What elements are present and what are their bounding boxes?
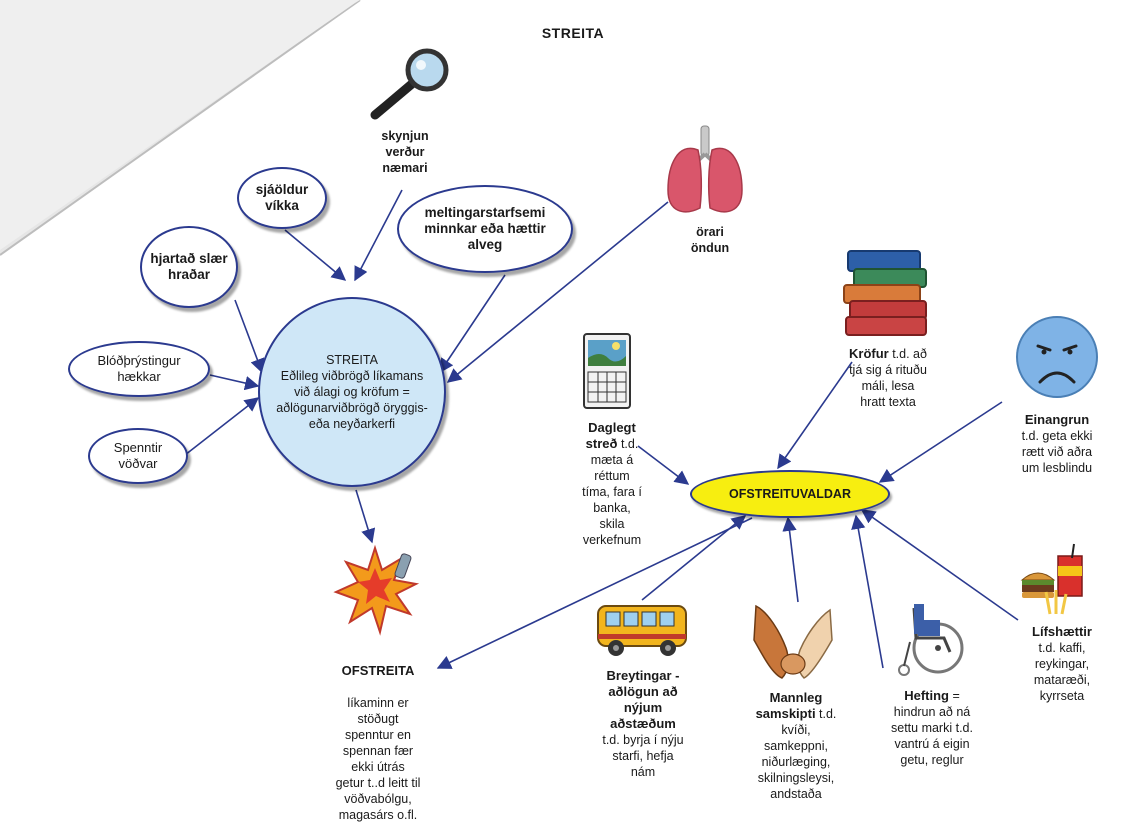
arrow-hefting bbox=[851, 514, 884, 669]
einangrun-text: t.d. geta ekki rætt við aðra um lesblind… bbox=[1021, 429, 1093, 475]
fast-food-icon bbox=[1020, 543, 1083, 615]
arrow-ondun bbox=[446, 201, 669, 383]
arrow-sjaoldur bbox=[284, 229, 347, 281]
ofstreita-text: líkaminn er stöðugt spenntur en spennan … bbox=[335, 696, 421, 822]
hefting-head: Hefting bbox=[904, 688, 949, 703]
einangrun-block: Einangrun t.d. geta ekki rætt við aðra u… bbox=[992, 412, 1122, 476]
arrow-melting bbox=[439, 274, 506, 374]
breytingar-block: Breytingar - aðlögun að nýjum aðstæðum t… bbox=[578, 668, 708, 780]
center-text: Eðlileg viðbrögð líkamans við álagi og k… bbox=[276, 369, 428, 431]
einangrun-head: Einangrun bbox=[1024, 412, 1090, 427]
mannleg-text: t.d. kvíði, samkeppni, niðurlæging, skil… bbox=[757, 707, 837, 801]
daglegt-block: Daglegt streð t.d. mæta á réttum tíma, f… bbox=[562, 420, 662, 548]
arrow-daglegt bbox=[637, 445, 690, 485]
label-ondun: örari öndun bbox=[690, 225, 730, 255]
bubble-sjaoldur: sjáöldur víkka bbox=[237, 167, 327, 229]
center-streita: STREITA Eðlileg viðbrögð líkamans við ál… bbox=[258, 297, 446, 487]
krofur-block: Kröfur t.d. að tjá sig á rituðu máli, le… bbox=[828, 346, 948, 410]
arrow-krofur bbox=[777, 361, 853, 470]
lungs-icon bbox=[667, 125, 743, 213]
ofstreituvaldar-oval: OFSTREITUVALDAR bbox=[690, 470, 890, 518]
arrow-breytingar bbox=[641, 515, 747, 601]
arrow-vodvar bbox=[184, 397, 260, 456]
breytingar-head: Breytingar - aðlögun að nýjum aðstæðum bbox=[606, 668, 680, 731]
arrow-to-ofstreita bbox=[436, 517, 753, 669]
arrow-center-ofstreita bbox=[355, 489, 376, 544]
bus-icon bbox=[597, 605, 687, 656]
lifshaettir-head: Lífshættir bbox=[1032, 624, 1092, 639]
arrow-einangrun bbox=[878, 401, 1003, 483]
hands-icon bbox=[753, 604, 833, 679]
magnifying-glass-icon bbox=[370, 48, 449, 120]
arrow-mannleg bbox=[782, 516, 799, 603]
bubble-melting: meltingarstarfsemi minnkar eða hættir al… bbox=[397, 185, 573, 273]
lifshaettir-text: t.d. kaffi, reykingar, mataræði, kyrrset… bbox=[1033, 641, 1091, 703]
mannleg-head: Mannleg samskipti bbox=[755, 690, 823, 721]
bubble-hjarta: hjartað slær hraðar bbox=[140, 226, 238, 308]
wheelchair-icon bbox=[898, 604, 964, 676]
sad-face-icon bbox=[1016, 316, 1098, 398]
krofur-text: t.d. að tjá sig á rituðu máli, lesa hrat… bbox=[849, 347, 927, 409]
daglegt-text: t.d. mæta á réttum tíma, fara í banka, s… bbox=[582, 437, 642, 547]
mannleg-block: Mannleg samskipti t.d. kvíði, samkeppni,… bbox=[736, 690, 856, 802]
arrow-skynjun bbox=[354, 189, 403, 282]
explosion-icon bbox=[333, 544, 420, 636]
breytingar-text: t.d. byrja í nýju starfi, hefja nám bbox=[602, 733, 684, 779]
page-title: STREITA bbox=[541, 25, 605, 41]
krofur-head: Kröfur bbox=[849, 346, 889, 361]
daglegt-head: Daglegt streð bbox=[585, 420, 636, 451]
bubble-blodthrystingur: Blóðþrýstingur hækkar bbox=[68, 341, 210, 397]
books-icon bbox=[843, 250, 927, 336]
label-skynjun: skynjun verður næmari bbox=[381, 129, 429, 175]
center-title: STREITA bbox=[326, 353, 378, 367]
ofstreita-heading: OFSTREITA bbox=[341, 663, 415, 678]
hefting-block: Hefting = hindrun að ná settu marki t.d.… bbox=[870, 688, 994, 768]
hefting-text: = hindrun að ná settu marki t.d. vantrú … bbox=[891, 689, 973, 767]
arrow-hjarta bbox=[234, 299, 265, 374]
arrow-lifshaettir bbox=[860, 509, 1019, 621]
ofstreita-block: OFSTREITA líkaminn er stöðugt spenntur e… bbox=[318, 647, 438, 823]
bubble-vodvar: Spenntir vöðvar bbox=[88, 428, 188, 484]
calendar-icon bbox=[583, 333, 631, 409]
arrow-blodthrystingur bbox=[209, 374, 260, 391]
lifshaettir-block: Lífshættir t.d. kaffi, reykingar, mataræ… bbox=[1012, 624, 1112, 704]
